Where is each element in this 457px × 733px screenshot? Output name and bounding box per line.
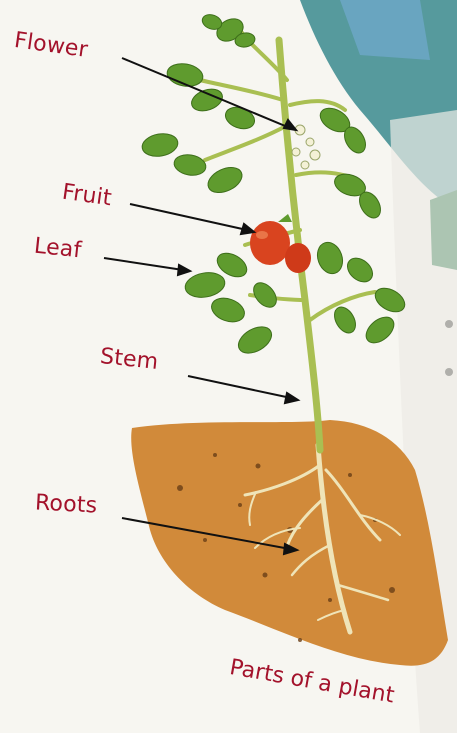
leaf-label: Leaf [33,234,83,264]
flower-arrow [122,58,296,130]
fruits [250,214,311,273]
roots-label: Roots [34,490,98,518]
stem-arrow [188,376,298,403]
fruit-arrow [130,204,254,234]
leaf-arrow [104,258,190,275]
flowers [292,125,320,169]
